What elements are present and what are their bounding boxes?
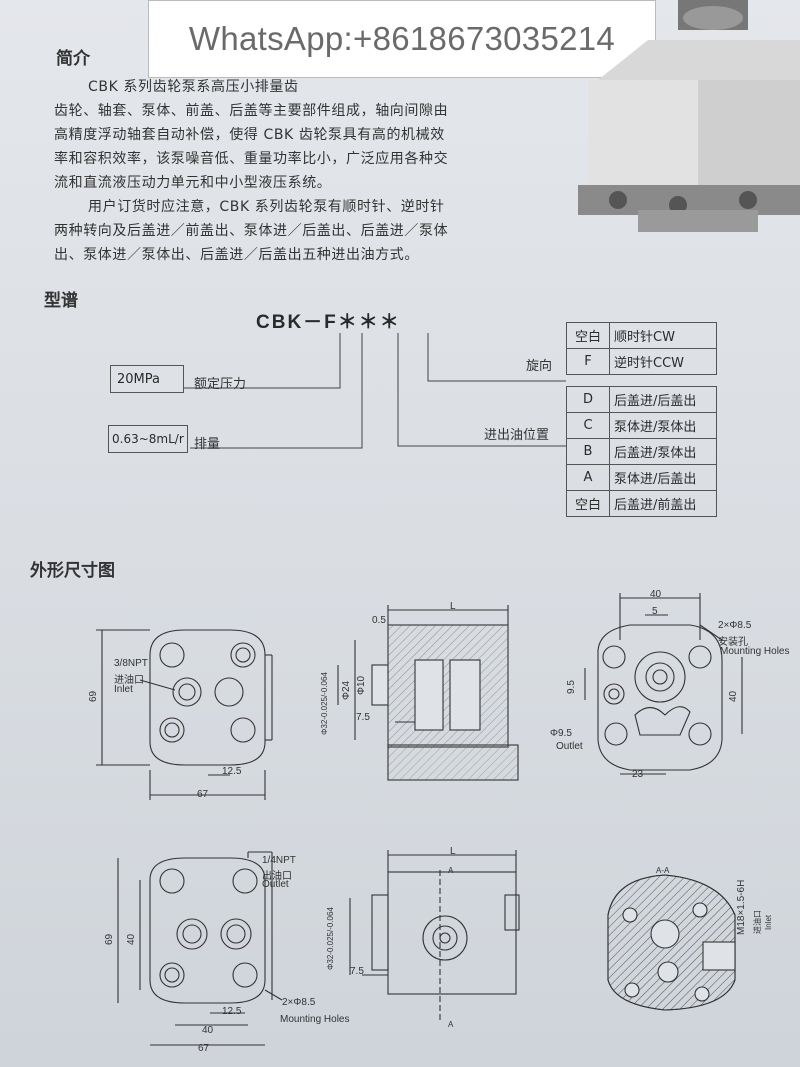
d1-height-69: 69	[88, 690, 99, 702]
d3-holes-en: Mounting Holes	[720, 646, 790, 657]
option-desc: 后盖进/后盖出	[609, 386, 717, 413]
watermark-banner: WhatsApp:+8618673035214	[148, 0, 656, 78]
d4-outlet-thread: 1/4NPT	[262, 855, 296, 866]
d1-inlet-en: Inlet	[114, 684, 133, 695]
d1-inlet-thread: 3/8NPT	[114, 658, 148, 669]
d5-offset-7-5: 7.5	[350, 966, 364, 977]
d5-diameter-32: Φ32-0.025/-0.064	[326, 907, 335, 970]
d3-width-40: 40	[650, 589, 662, 600]
d6-thread: M18×1.5-6H	[736, 879, 747, 935]
d4-width-40: 40	[202, 1025, 214, 1036]
model-title: 型谱	[44, 291, 78, 311]
intro-line-6: 用户订货时应注意，CBK 系列齿轮泵有顺时针、逆时针	[88, 199, 445, 215]
d5-section-mark-top: A	[448, 866, 454, 875]
intro-line-8: 出、泵体进／泵体出、后盖进／后盖出五种进出油方式。	[54, 247, 419, 263]
d1-inlet-cn: 进油口	[114, 675, 144, 686]
option-key: 空白	[566, 490, 610, 517]
option-desc: 后盖进/泵体出	[609, 438, 717, 465]
d3-width-23: 23	[632, 769, 644, 780]
d3-outlet-en: Outlet	[556, 741, 583, 752]
model-code: CBK－F＊＊＊	[256, 312, 401, 333]
d2-length-L: L	[450, 601, 456, 612]
d3-outlet-diameter: Φ9.5	[550, 728, 572, 739]
d5-length-L: L	[450, 846, 456, 857]
option-desc: 泵体进/泵体出	[609, 412, 717, 439]
d4-width-67: 67	[198, 1043, 210, 1054]
d3-holes-cn: 安装孔	[718, 637, 748, 648]
rotation-label: 旋向	[526, 359, 553, 374]
intro-title: 简介	[56, 49, 90, 69]
pressure-label: 额定压力	[194, 377, 247, 392]
d3-offset-9-5: 9.5	[566, 680, 577, 694]
d2-diameter-24: Φ24	[341, 680, 352, 700]
d6-section-title: A-A	[656, 866, 670, 875]
d4-outlet-cn: 出油口	[262, 871, 292, 882]
intro-line-4: 率和容积效率，该泵噪音低、重量功率比小，广泛应用各种交	[54, 151, 449, 167]
d4-height-69: 69	[104, 933, 115, 945]
port-label: 进出油位置	[484, 428, 550, 443]
intro-line-3: 高精度浮动轴套自动补偿，使得 CBK 齿轮泵具有高的机械效	[54, 127, 445, 143]
d4-height-40: 40	[126, 933, 137, 945]
d6-inlet-en: Inlet	[764, 914, 773, 930]
table-row: 空白后盖进/前盖出	[566, 490, 717, 517]
d1-width-67: 67	[197, 789, 209, 800]
d4-outlet-en: Outlet	[262, 879, 289, 890]
d2-diameter-32: Φ32-0.025/-0.064	[320, 672, 329, 735]
d5-section-mark-bottom: A	[448, 1020, 454, 1029]
intro-line-5: 流和直流液压动力单元和中小型液压系统。	[54, 175, 332, 191]
pump-photo	[578, 0, 800, 232]
option-desc: 泵体进/后盖出	[609, 464, 717, 491]
displacement-box: 0.63~8mL/r	[108, 425, 188, 453]
model-leader-lines	[184, 333, 566, 449]
d2-offset-7-5: 7.5	[356, 712, 370, 723]
option-desc: 后盖进/前盖出	[609, 490, 717, 517]
d3-offset-5: 5	[652, 606, 658, 617]
dimension-title: 外形尺寸图	[30, 561, 115, 581]
d4-offset-12-5: 12.5	[222, 1006, 242, 1017]
d3-holes: 2×Φ8.5	[718, 620, 752, 631]
intro-line-7: 两种转向及后盖进／前盖出、泵体进／后盖出、后盖进／泵体	[54, 223, 449, 239]
d6-inlet-cn: 进油口	[753, 910, 762, 934]
d2-diameter-10: Φ10	[356, 675, 367, 695]
intro-line-2: 齿轮、轴套、泵体、前盖、后盖等主要部件组成，轴向间隙由	[54, 103, 449, 119]
d3-height-40: 40	[728, 690, 739, 702]
table-row: 空白顺时针CW	[566, 322, 717, 349]
pressure-box: 20MPa	[110, 365, 184, 393]
displacement-label: 排量	[194, 437, 221, 452]
option-desc: 逆时针CCW	[609, 348, 717, 375]
d2-gap-0-5: 0.5	[372, 615, 386, 626]
d4-holes: 2×Φ8.5	[282, 997, 316, 1008]
d1-width-12-5: 12.5	[222, 766, 242, 777]
option-key: F	[566, 348, 610, 375]
d4-holes-en: Mounting Holes	[280, 1014, 350, 1025]
intro-line-1: CBK 系列齿轮泵系高压小排量齿	[88, 79, 299, 95]
